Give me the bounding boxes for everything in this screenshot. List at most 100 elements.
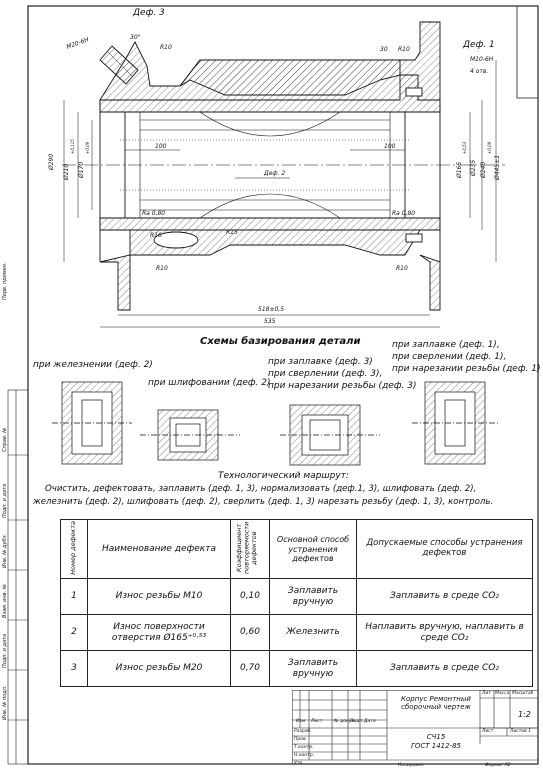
header-num: Номер дефекта [60,518,88,580]
side-label-s2: Справ. № [2,427,8,452]
tb-org2: ГОСТ 1412-85 [410,742,462,750]
cell-name: Износ резьбы М20 [87,650,231,687]
scheme-2-caption: при шлифовании (деф. 2) [148,378,271,388]
tb-sheet: Лист [482,729,494,734]
side-label-s1: Перв. примен. [2,262,8,300]
scheme-1-caption: при железнении (деф. 2) [33,360,153,370]
label-r16: R16 [150,232,162,239]
label-def3: Деф. 3 [133,8,165,18]
tb-ndoc: № докум. [334,719,357,724]
cell-coef: 0,60 [230,614,270,652]
label-518: 518±0,5 [258,306,285,313]
tb-podp: Подп. [350,719,364,724]
cell-coef: 0,70 [230,650,270,687]
table-header-row: Номер дефекта Наименование дефекта Коэфф… [60,518,533,580]
scheme-sketches [52,381,500,466]
scheme-4-caption-b: при сверлении (деф. 1), [392,352,507,362]
label-d170-tol: +0,09 [85,141,90,154]
label-holes: 4 отв. [470,68,489,75]
part-section [99,21,441,311]
label-deg30: 30° [130,34,141,41]
table-row: 2 Износ поверхности отверстия Ø165⁺⁰·⁵³ … [60,614,533,652]
cell-allowed: Заплавить в среде CO₂ [356,578,533,616]
label-r15: R15 [226,229,238,236]
defects-table: Номер дефекта Наименование дефекта Коэфф… [60,518,533,687]
label-d240: Ø240 [480,161,487,178]
scheme-4 [412,381,500,465]
side-label-s4: Инв. № дубл. [2,533,8,568]
table-row: 1 Износ резьбы М10 0,10 Заплавить вручну… [60,578,533,616]
scheme-3 [280,404,380,466]
table-row: 3 Износ резьбы М20 0,70 Заплавить вручну… [60,650,533,687]
label-r10c: R10 [156,265,168,272]
scheme-4-caption-a: при заплавке (деф. 1), [392,340,500,350]
label-30: 30 [380,46,388,53]
tb-tkontr: Т.контр. [294,745,314,750]
tb-org1: СЧ15 [426,733,446,741]
label-535: 535 [264,318,276,325]
scheme-3-caption-b: при сверлении (деф. 3), [268,369,383,379]
side-label-s3: Подп. и дата [2,483,8,518]
cell-main: Заплавить вручную [269,650,357,687]
side-label-s7: Инв. № подл. [2,685,8,721]
label-100a: 100 [155,143,167,150]
tb-razrab: Разраб. [294,729,312,734]
scheme-3-caption-a: при заплавке (деф. 3) [268,357,373,367]
label-d170: Ø170 [78,161,85,178]
side-label-s6: Подп. и дата [2,633,8,668]
label-d240-tol: +0,09 [487,141,492,154]
scheme-3-caption-c: при нарезании резьбы (деф. 3) [268,381,417,391]
label-d210: Ø210 [63,163,70,180]
tb-utv: Утв. [294,761,304,766]
header-coef: Коэффициент повторяемости дефектов [230,518,270,580]
header-name: Наименование дефекта [87,518,231,580]
tb-scale: 1:2 [518,710,531,719]
tb-nkontr: Н.контр. [294,753,315,758]
sheet-frame [27,5,539,765]
cell-name: Износ резьбы М10 [87,578,231,616]
cell-num: 2 [60,614,88,652]
title-block [292,690,538,764]
label-r10b: R10 [398,46,410,53]
label-m10: M10-6H [470,56,494,63]
label-ra1: Ra 0,80 [142,210,166,217]
scheme-2 [140,409,240,461]
scheme-1 [52,381,132,465]
tb-list: Лист [311,719,323,724]
tb-izm: Изм [296,719,306,724]
tb-data: Дата [364,719,376,724]
side-stamp [7,389,29,765]
tb-scale-hdr: Масштаб [512,691,534,696]
label-r10a: R10 [160,44,172,51]
top-corner-box [516,5,539,99]
cell-allowed: Наплавить вручную, наплавить в среде CO₂ [356,614,533,652]
cell-name: Износ поверхности отверстия Ø165⁺⁰·⁵³ [87,614,231,652]
label-d445: Ø445±1 [494,154,501,180]
label-def1: Деф. 1 [463,40,495,50]
dimension-lines [63,60,497,328]
header-main: Основной способ устранения дефектов [269,518,357,580]
label-d210-tol: +0,115 [70,139,75,154]
label-d235: Ø235 [470,159,477,176]
label-d165-tol: +0,53 [462,141,467,154]
tb-prov: Пров. [294,737,308,742]
tb-mass: Масса [495,691,510,696]
label-d165: Ø165 [456,161,463,178]
schemes-title: Схемы базирования детали [200,336,361,347]
label-100b: 100 [384,143,396,150]
tb-sheets: Листов 1 [510,729,532,734]
tb-lit: Лит [482,691,491,696]
label-def2: Деф. 2 [264,170,286,177]
cell-num: 1 [60,578,88,616]
route-line-2: железнить (деф. 2), шлифовать (деф. 2), … [33,497,494,507]
cell-allowed: Заплавить в среде CO₂ [356,650,533,687]
cell-num: 3 [60,650,88,687]
route-line-1: Очистить, дефектовать, заплавить (деф. 1… [45,484,477,494]
label-d290: Ø290 [48,153,55,170]
tb-copied: Копировал [398,763,424,768]
label-r10d: R10 [396,265,408,272]
label-ra2: Ra 0,80 [392,210,416,217]
tb-name: Корпус Ремонтный сборочный чертеж [401,695,471,711]
